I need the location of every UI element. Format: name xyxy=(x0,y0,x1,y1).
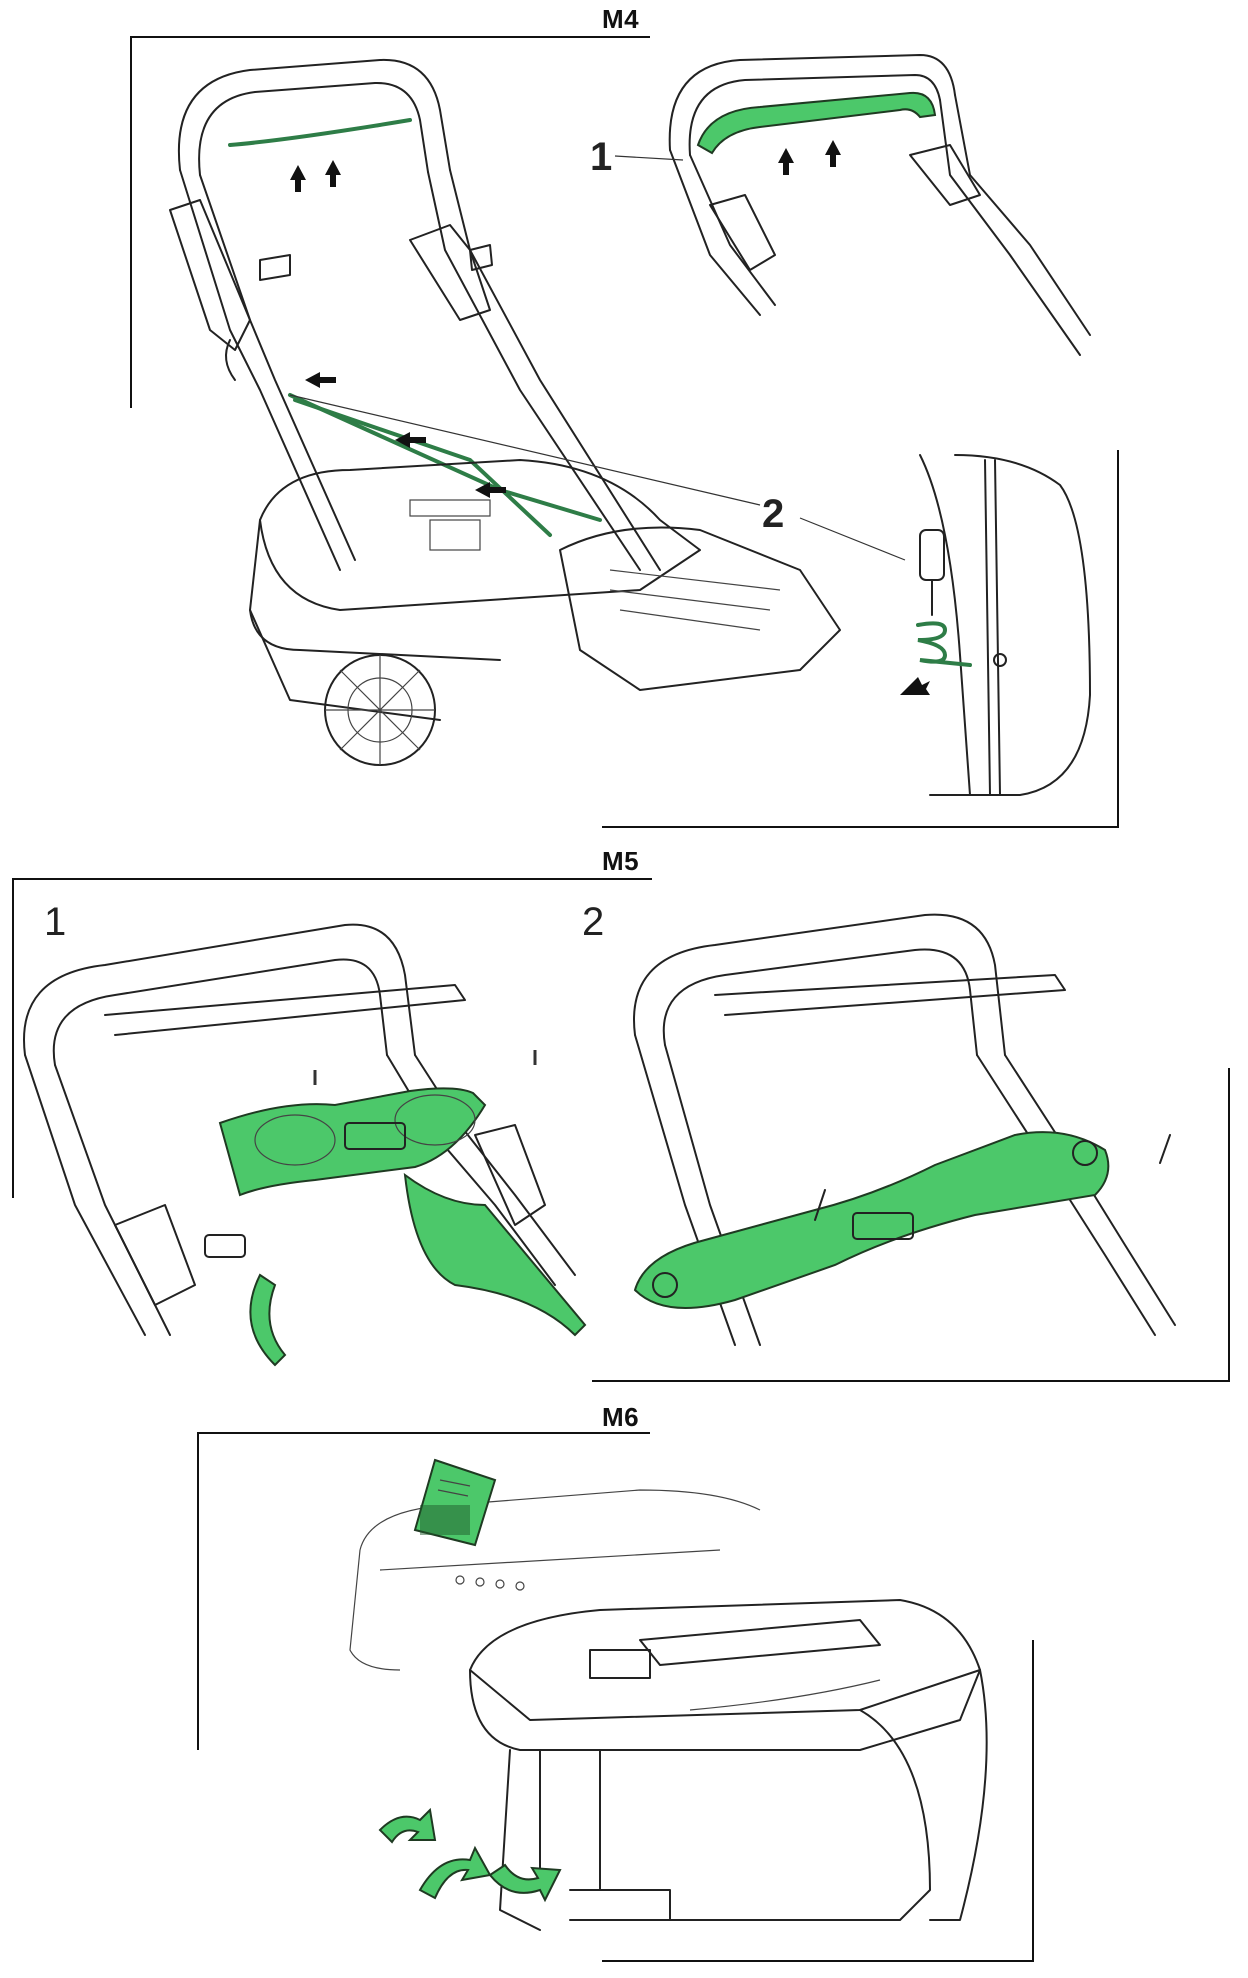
frame-left-m5 xyxy=(12,878,14,1198)
step-number-2-m5: 2 xyxy=(582,900,605,944)
m5-step1-illustration xyxy=(15,905,645,1375)
callout-1-m4: 1 xyxy=(590,135,613,179)
callout-2-m4: 2 xyxy=(762,492,785,536)
frame-right-m6 xyxy=(1032,1640,1034,1962)
step-number-1-m5: 1 xyxy=(44,900,67,944)
m6-grassbox-illustration xyxy=(340,1450,1020,1950)
m5-step2-illustration xyxy=(595,895,1225,1365)
m4-spring-detail xyxy=(900,454,1120,815)
callout-2-leader xyxy=(289,394,906,561)
frame-right-m4 xyxy=(1117,450,1119,827)
frame-left-m4 xyxy=(130,36,132,408)
frame-top-m5 xyxy=(12,878,652,880)
m4-handle-detail xyxy=(650,54,1091,415)
frame-top-m6 xyxy=(197,1432,650,1434)
frame-bottom-m5 xyxy=(592,1380,1230,1382)
section-label-m4: M4 xyxy=(602,4,640,34)
frame-bottom-m4 xyxy=(602,826,1119,828)
m4-mower-illustration xyxy=(140,50,860,820)
frame-bottom-m6 xyxy=(602,1960,1034,1962)
frame-right-m5 xyxy=(1228,1068,1230,1382)
frame-left-m6 xyxy=(197,1432,199,1750)
frame-top-m4 xyxy=(130,36,650,38)
callout-1-leader xyxy=(614,155,684,161)
section-label-m6: M6 xyxy=(602,1402,640,1432)
section-label-m5: M5 xyxy=(602,846,640,876)
